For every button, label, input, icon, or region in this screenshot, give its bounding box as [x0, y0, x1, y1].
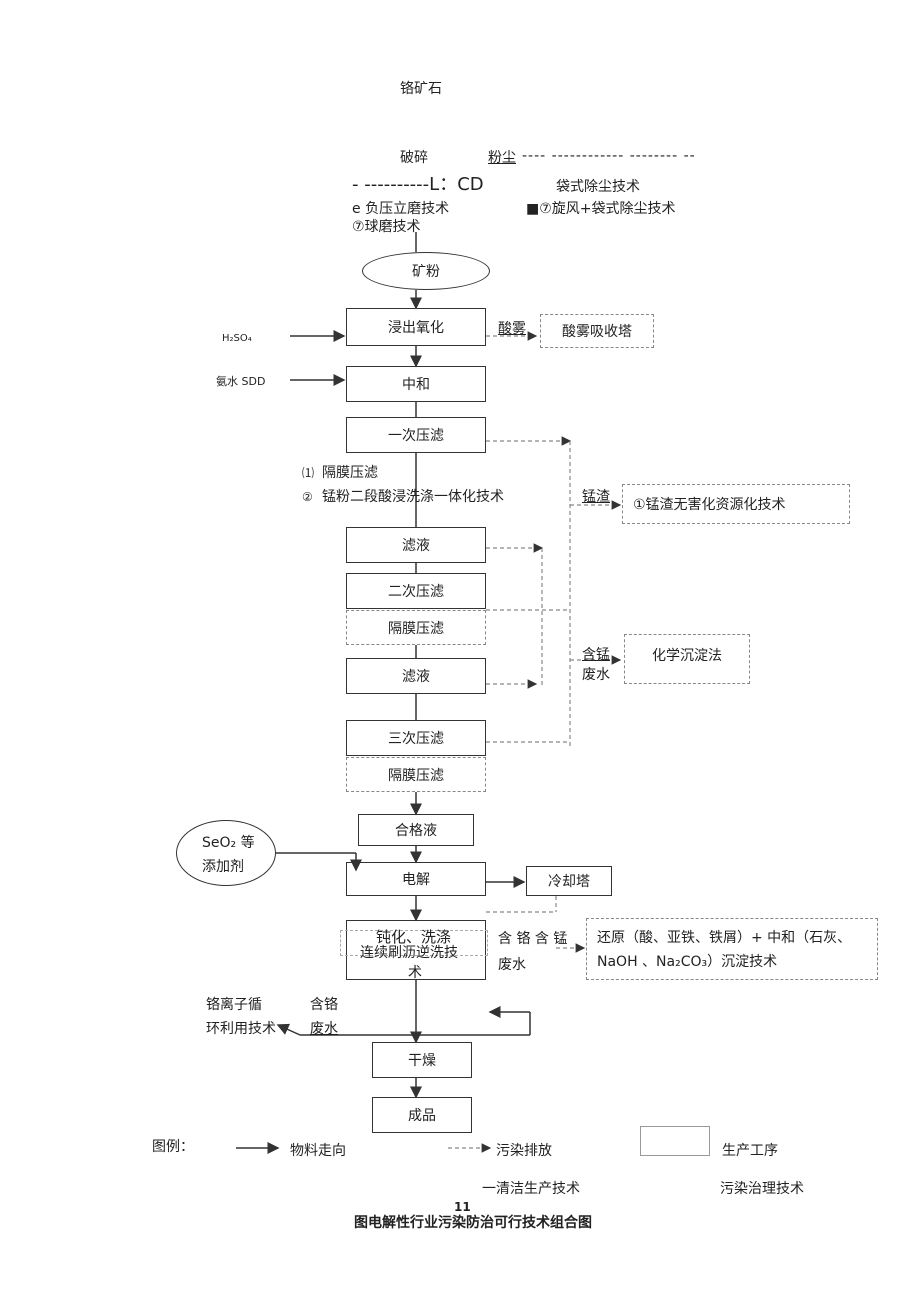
filtrate1-box: 滤液 — [346, 527, 486, 563]
press2-box: 二次压滤 — [346, 573, 486, 609]
filtrate1-label: 滤液 — [402, 538, 430, 554]
ammonia-label: 氨水 SDD — [216, 375, 266, 388]
leach-label: 浸出氧化 — [388, 320, 444, 336]
mn-water-label-1: 含锰 — [582, 647, 610, 663]
leach-oxidation-box: 浸出氧化 — [346, 308, 486, 346]
continuous-wash-label: 连续刷沥逆洗技 — [360, 945, 458, 961]
cyclone-bag-tech: ■⑦旋风+袋式除尘技术 — [526, 201, 676, 217]
membrane2-label: 隔膜压滤 — [388, 767, 444, 784]
note2-icon: ② — [302, 490, 313, 504]
legend-process-swatch — [640, 1126, 710, 1156]
ore-powder-label: 矿粉 — [412, 264, 440, 280]
chem-precip-label: 化学沉淀法 — [652, 648, 722, 664]
note1-icon: ⑴ — [302, 466, 315, 480]
continuous-wash-box — [340, 930, 488, 956]
mn-water-label-2: 废水 — [582, 667, 610, 683]
crush-label: 破碎 — [400, 150, 428, 166]
continuous-wash-label-2: 术 — [408, 965, 422, 981]
cooling-tower-box: 冷却塔 — [526, 866, 612, 896]
ball-mill-tech: ⑦球磨技术 — [352, 219, 421, 235]
qualified-liquid-box: 合格液 — [358, 814, 474, 846]
mn-slag-label: 锰渣 — [582, 489, 610, 505]
cr-water-label-2: 废水 — [310, 1021, 338, 1037]
acid-mist-label: 酸雾 — [498, 321, 526, 337]
legend-pollution-tech: 污染治理技术 — [720, 1181, 804, 1197]
legend-pollution: 污染排放 — [496, 1143, 552, 1159]
bag-filter-tech: 袋式除尘技术 — [556, 179, 640, 195]
product-box: 成品 — [372, 1097, 472, 1133]
dust-dash-line-2: - ----------L：CD — [352, 174, 484, 195]
press1-label: 一次压滤 — [388, 428, 444, 444]
legend-process: 生产工序 — [722, 1143, 778, 1159]
chem-precip-box: 化学沉淀法 — [624, 634, 750, 684]
dust-dash-line-1: ---- ------------ -------- -- — [522, 148, 696, 164]
dry-label: 干燥 — [408, 1053, 436, 1069]
page-number: 11 — [454, 1200, 471, 1214]
h2so4-label: H₂SO₄ — [222, 333, 252, 344]
cr-mn-water-label-2: 废水 — [498, 957, 526, 973]
legend-material: 物料走向 — [290, 1143, 346, 1159]
neutralize-box: 中和 — [346, 366, 486, 402]
ore-label: 铬矿石 — [400, 81, 442, 97]
press3-label: 三次压滤 — [388, 731, 444, 747]
product-label: 成品 — [408, 1108, 436, 1124]
electrolysis-box: 电解 — [346, 862, 486, 896]
mn-slag-tech-box: ①锰渣无害化资源化技术 — [622, 484, 850, 524]
electrolysis-label: 电解 — [402, 872, 430, 888]
acid-tower-label: 酸雾吸收塔 — [562, 324, 632, 340]
note1-text: 隔膜压滤 — [322, 465, 378, 481]
press1-box: 一次压滤 — [346, 417, 486, 453]
membrane2-box: 隔膜压滤 — [346, 757, 486, 792]
legend-clean-tech: 一清洁生产技术 — [482, 1181, 580, 1197]
cooling-label: 冷却塔 — [548, 874, 590, 890]
cr-ion-tech-label-1: 铬离子循 — [206, 997, 262, 1013]
press2-label: 二次压滤 — [388, 584, 444, 600]
note2-text: 锰粉二段酸浸洗涤一体化技术 — [322, 489, 504, 505]
filtrate2-box: 滤液 — [346, 658, 486, 694]
cr-water-label-1: 含铬 — [310, 997, 338, 1013]
press3-box: 三次压滤 — [346, 720, 486, 756]
dry-box: 干燥 — [372, 1042, 472, 1078]
additive-label-1: SeO₂ 等 — [202, 835, 255, 851]
qualified-label: 合格液 — [395, 823, 437, 839]
reduction-tech-label-2: NaOH 、Na₂CO₃）沉淀技术 — [597, 954, 778, 970]
legend-title: 图例： — [152, 1139, 194, 1155]
additive-label-2: 添加剂 — [202, 859, 244, 875]
negative-pressure-mill-tech: e 负压立磨技术 — [352, 201, 450, 217]
neutralize-label: 中和 — [402, 377, 430, 393]
additive-node — [176, 820, 276, 886]
acid-tower-box: 酸雾吸收塔 — [540, 314, 654, 348]
mn-slag-tech-label: ①锰渣无害化资源化技术 — [633, 497, 786, 513]
dust-label: 粉尘 — [488, 150, 516, 166]
reduction-tech-box: 还原（酸、亚铁、铁屑）+ 中和（石灰、 NaOH 、Na₂CO₃）沉淀技术 — [586, 918, 878, 980]
passivate-box — [346, 920, 486, 980]
reduction-tech-label-1: 还原（酸、亚铁、铁屑）+ 中和（石灰、 — [597, 930, 852, 946]
membrane1-box: 隔膜压滤 — [346, 610, 486, 645]
cr-ion-tech-label-2: 环利用技术 — [206, 1021, 276, 1037]
figure-caption: 图电解性行业污染防治可行技术组合图 — [354, 1215, 592, 1231]
cr-mn-water-label-1: 含 铬 含 锰 — [498, 931, 568, 947]
passivate-label: 钝化、洗涤 — [376, 928, 452, 946]
membrane1-label: 隔膜压滤 — [388, 620, 444, 637]
ore-powder-node: 矿粉 — [362, 252, 490, 290]
filtrate2-label: 滤液 — [402, 669, 430, 685]
